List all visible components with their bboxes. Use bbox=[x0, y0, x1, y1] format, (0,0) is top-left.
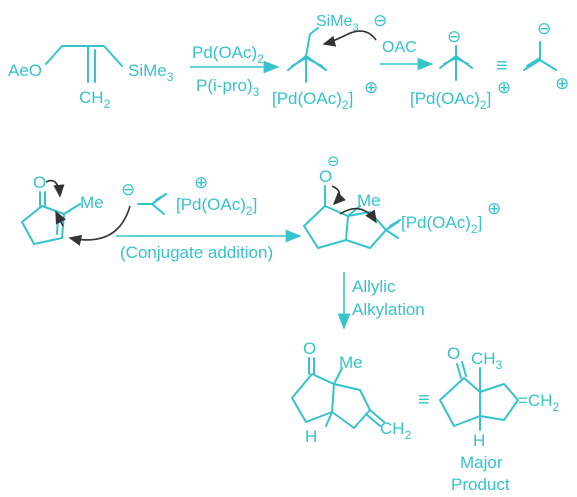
alkylation-label: Alkylation bbox=[352, 300, 425, 319]
allylic-label: Allylic bbox=[352, 277, 396, 296]
tmm-minus-sign: ⊖ bbox=[447, 27, 461, 46]
nucleophile-plus: ⊕ bbox=[194, 173, 208, 192]
conjugate-addition-label: (Conjugate addition) bbox=[120, 243, 273, 262]
sime3-label-2: SiMe3 bbox=[316, 13, 359, 34]
tmm-nucleophile: ⊖ ⊕ [Pd(OAc)2] bbox=[68, 173, 257, 246]
product-left-h-bond bbox=[325, 411, 333, 427]
product-left-exo-2 bbox=[365, 413, 381, 427]
sime3-label: SiMe3 bbox=[128, 61, 174, 84]
nucleophile-complex-label: [Pd(OAc)2] bbox=[176, 195, 257, 218]
product-left-ring-b bbox=[331, 383, 371, 429]
curly-arrow-enone bbox=[55, 210, 67, 227]
adduct-me-label: Me bbox=[357, 191, 381, 210]
adduct-complex-label: [Pd(OAc)2] bbox=[401, 213, 482, 236]
nucleophile-double bbox=[155, 193, 167, 201]
pd-complex-label: [Pd(OAc)2] bbox=[272, 89, 353, 112]
product-right: O CH3 H =CH2 bbox=[439, 344, 559, 450]
adduct-ring bbox=[303, 205, 349, 249]
adduct-allyl-double bbox=[389, 219, 401, 227]
product-right-ch2: =CH2 bbox=[518, 391, 559, 414]
product-label: Product bbox=[451, 475, 510, 494]
curly-arrow-carbonyl bbox=[45, 179, 65, 198]
aeo-label: AeO bbox=[8, 61, 42, 80]
nucleophile-minus: ⊖ bbox=[121, 180, 135, 199]
tmm-pd-complex: ⊖ [Pd(OAc)2] ⊕ bbox=[410, 27, 511, 112]
equivalence-sign-2: ≡ bbox=[418, 389, 430, 411]
tmm-simple-minus: ⊖ bbox=[537, 19, 551, 38]
plus-sign-1: ⊕ bbox=[364, 78, 378, 97]
adduct-side-chain bbox=[345, 211, 387, 249]
reagent-ligand-label: P(i-pro)3 bbox=[196, 76, 260, 99]
pi-allyl-intermediate: SiMe3 ⊖ OAC [Pd(OAc)2] ⊕ bbox=[272, 11, 417, 112]
plus-sign-2: ⊕ bbox=[497, 78, 511, 97]
methyl-bond bbox=[63, 203, 81, 215]
product-left-ring-a bbox=[291, 373, 335, 423]
product-left-exo-1 bbox=[369, 409, 385, 423]
equivalence-sign-1: ≡ bbox=[496, 55, 508, 77]
methylcyclopentenone: O Me bbox=[21, 173, 104, 245]
product-right-co-2 bbox=[461, 361, 467, 377]
product-left-me: Me bbox=[339, 353, 363, 372]
enone-me-label: Me bbox=[80, 193, 104, 212]
adduct-minus: ⊖ bbox=[327, 153, 340, 170]
arrow-step1: Pd(OAc)2 P(i-pro)3 bbox=[190, 43, 280, 99]
adduct-plus: ⊕ bbox=[487, 199, 501, 218]
arrow-allylic-alkylation: Allylic Alkylation bbox=[337, 272, 425, 330]
major-label: Major bbox=[460, 453, 503, 472]
product-right-ring-b bbox=[479, 383, 519, 421]
product-right-ring-a bbox=[439, 377, 481, 427]
tmm-simple-double bbox=[526, 57, 541, 67]
product-left-me-bond bbox=[333, 367, 343, 385]
tmm-simple-arms bbox=[523, 59, 557, 71]
product-right-o: O bbox=[447, 344, 460, 363]
product-right-co-1 bbox=[456, 363, 462, 379]
allylsilane-structure: AeO SiMe3 CH2 bbox=[8, 45, 174, 111]
curly-arrow-alkylation bbox=[339, 207, 377, 224]
product-left-h: H bbox=[305, 427, 317, 446]
allyl-backbone-bond bbox=[45, 45, 123, 67]
tmm-simple-plus: ⊕ bbox=[555, 74, 569, 93]
curly-arrow-enolate bbox=[331, 185, 346, 206]
ch2-si-bond bbox=[305, 27, 319, 57]
ch2-label: CH2 bbox=[79, 88, 111, 111]
product-right-h: H bbox=[473, 431, 485, 450]
tmm-complex-label: [Pd(OAc)2] bbox=[410, 89, 491, 112]
product-left-o: O bbox=[303, 339, 316, 358]
oac-label: OAC bbox=[382, 39, 417, 56]
reagent-pd-label: Pd(OAc)2 bbox=[192, 43, 264, 66]
ring-double-bond bbox=[56, 217, 59, 235]
adduct-me-bond bbox=[347, 205, 361, 217]
product-right-ch3: CH3 bbox=[471, 349, 503, 372]
curly-arrow-oac bbox=[322, 30, 377, 47]
enone-o-label: O bbox=[33, 173, 46, 192]
curly-arrow-attack bbox=[68, 205, 131, 246]
adduct-o-label: O bbox=[319, 167, 332, 186]
enolate-adduct: O ⊖ Me [Pd(OAc)2] ⊕ bbox=[303, 153, 501, 249]
arrow-conjugate-addition: (Conjugate addition) bbox=[116, 229, 302, 262]
tmm-simple: ⊖ ⊕ bbox=[523, 19, 569, 93]
product-left: O Me H CH2 bbox=[291, 339, 412, 446]
product-left-ch2: CH2 bbox=[380, 419, 412, 442]
oac-minus-sign: ⊖ bbox=[373, 11, 387, 30]
